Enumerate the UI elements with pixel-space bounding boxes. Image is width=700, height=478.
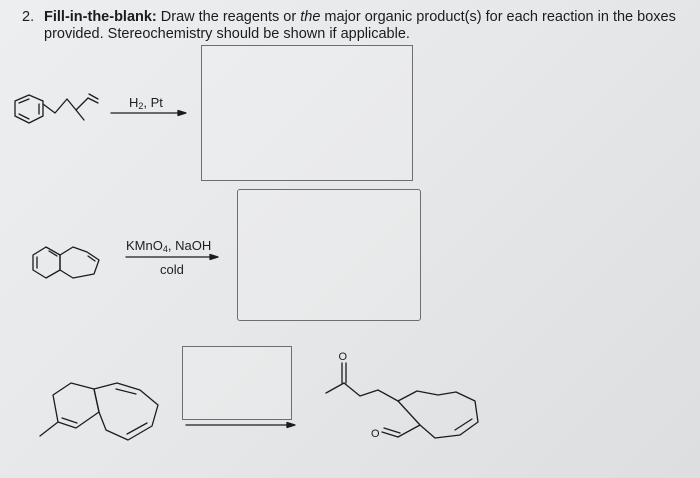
reactant-2-right-ring xyxy=(59,246,100,279)
reactant-1-chain xyxy=(42,97,99,114)
question-heading: Fill-in-the-blank: xyxy=(44,9,157,25)
reaction-3-arrowhead xyxy=(286,421,296,429)
answer-box-reaction-2[interactable] xyxy=(237,189,421,321)
question-text-part-1: Draw the reagents or xyxy=(156,9,301,25)
product-3-ring xyxy=(397,390,479,439)
product-3-chain xyxy=(325,382,399,402)
reactant-3-left-ring xyxy=(52,382,100,429)
product-3-aldehyde-co-a xyxy=(381,431,399,438)
question-number: 2. xyxy=(22,9,35,25)
reaction-1-arrowhead xyxy=(177,109,187,117)
reactant-1-benzene-ring xyxy=(14,94,44,124)
product-3-aldehyde-oxygen-label: O xyxy=(371,428,380,440)
question-emphasis: the xyxy=(300,9,321,25)
question-text-part-2: major organic product(s) for each reacti… xyxy=(44,9,676,42)
reactant-3-double-bond-3 xyxy=(61,417,78,424)
reagent-1-main: H xyxy=(129,95,139,110)
reagent-2-rest: , NaOH xyxy=(167,238,212,253)
reactant-1-aromatic-bond-a xyxy=(18,98,30,104)
reagent-label-reaction-2: KMnO4, NaOH xyxy=(126,238,211,254)
reactant-3-double-bond-1 xyxy=(115,388,137,395)
question-prompt: 2. Fill-in-the-blank: Draw the reagents … xyxy=(22,9,692,43)
reactant-3-structure xyxy=(39,382,159,441)
reactant-1-double-bond-second-line xyxy=(88,93,99,100)
reagent-label-reaction-1: H2, Pt xyxy=(129,95,163,111)
reactant-3-double-bond-2 xyxy=(126,422,148,435)
question-body: Fill-in-the-blank: Draw the reagents or … xyxy=(44,9,692,43)
reactant-3-methyl xyxy=(39,421,59,437)
reactant-1-aromatic-bond-c xyxy=(18,113,30,120)
reagent-2-subscript: 4 xyxy=(162,244,168,254)
reagent-1-rest: , Pt xyxy=(143,95,163,110)
product-3-aldehyde-co-b xyxy=(383,427,401,434)
product-3-aldehyde-bond xyxy=(397,424,421,438)
reactant-1-structure xyxy=(14,93,99,124)
reactant-2-structure xyxy=(32,246,100,279)
reactant-2-double-bond-2 xyxy=(48,250,58,257)
product-3-ketone-oxygen-label: O xyxy=(339,351,348,363)
reagent-1-subscript: 2 xyxy=(138,101,144,111)
reaction-2-arrowhead xyxy=(209,253,219,261)
condition-label-reaction-2: cold xyxy=(160,262,184,277)
reactant-2-double-bond-3 xyxy=(87,255,96,262)
reactant-1-methyl xyxy=(75,109,85,121)
answer-box-reaction-3-reagents[interactable] xyxy=(182,346,292,420)
reagent-2-main: KMnO xyxy=(126,238,163,253)
answer-box-reaction-1[interactable] xyxy=(201,45,413,181)
product-3-ring-double-bond xyxy=(454,418,473,431)
product-3-structure xyxy=(325,362,479,439)
reactant-3-right-ring xyxy=(93,382,159,441)
